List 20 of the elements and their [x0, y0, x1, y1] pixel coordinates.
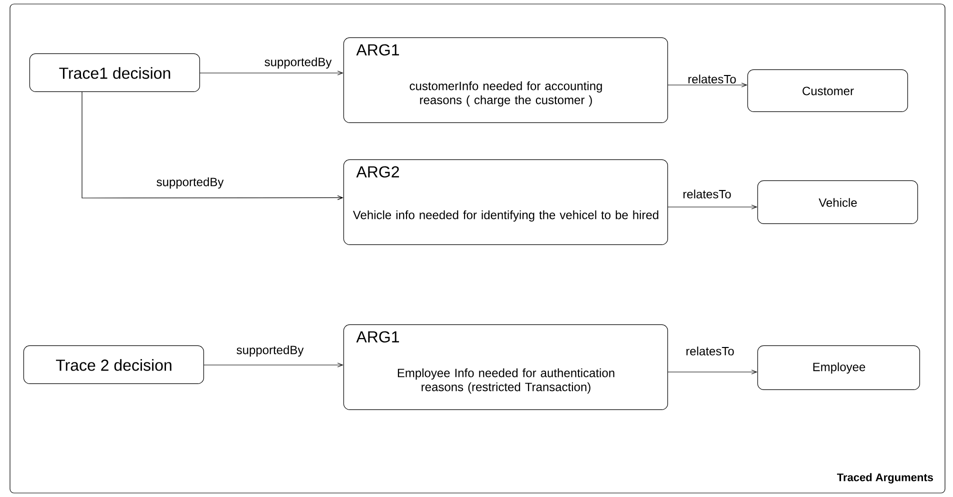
arrow — [668, 82, 748, 88]
arrow — [82, 92, 344, 200]
edge-label: relatesTo — [682, 188, 732, 200]
argument-box: ARG2 Vehicle info needed for identifying the vehicel to be hired — [343, 159, 668, 245]
entity-box: Vehicle — [757, 180, 918, 224]
entity-box: Customer — [747, 69, 908, 112]
entity-box: Trace 2 decision — [23, 345, 204, 384]
entity-box: Trace1 decision — [29, 53, 200, 92]
arrow — [668, 370, 758, 374]
edge-label: relatesTo — [686, 74, 738, 84]
edge-label: supportedBy — [155, 176, 225, 190]
arrow — [204, 362, 344, 368]
arrow — [668, 204, 758, 210]
arrow — [200, 70, 344, 76]
edge-label: relatesTo — [684, 346, 736, 356]
entity-box: Employee — [757, 345, 920, 390]
edge-label: supportedBy — [263, 56, 333, 70]
argument-box: ARG1 Employee Info needed for authentication reasons (restricted Transaction) — [343, 324, 668, 410]
edge-label: supportedBy — [235, 344, 305, 358]
argument-box: ARG1 customerInfo needed for accounting reasons ( charge the customer ) — [343, 37, 668, 123]
